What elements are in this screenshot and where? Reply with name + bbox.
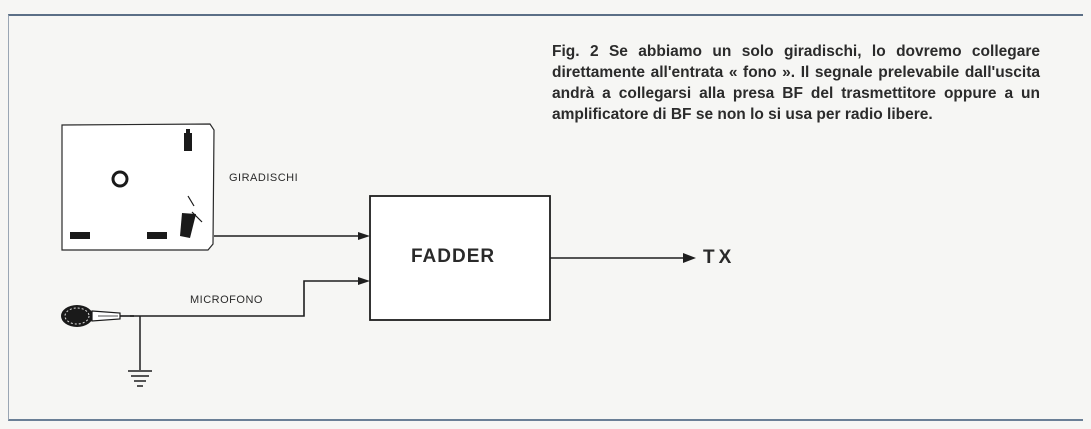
microphone-label: MICROFONO bbox=[190, 294, 263, 306]
turntable-label: GIRADISCHI bbox=[229, 172, 299, 184]
fader-label: FADDER bbox=[411, 246, 496, 267]
microphone-connection bbox=[130, 277, 370, 317]
output-label: TX bbox=[703, 247, 736, 268]
microphone-icon bbox=[61, 305, 134, 327]
turntable-connection bbox=[214, 232, 370, 240]
fader-box bbox=[369, 195, 551, 321]
figure-caption: Fig. 2 Se abbiamo un solo giradischi, lo… bbox=[552, 43, 1040, 123]
turntable-icon bbox=[61, 123, 215, 251]
ground-icon bbox=[128, 316, 152, 387]
figure-frame bbox=[8, 14, 1083, 421]
output-connection bbox=[550, 253, 696, 263]
